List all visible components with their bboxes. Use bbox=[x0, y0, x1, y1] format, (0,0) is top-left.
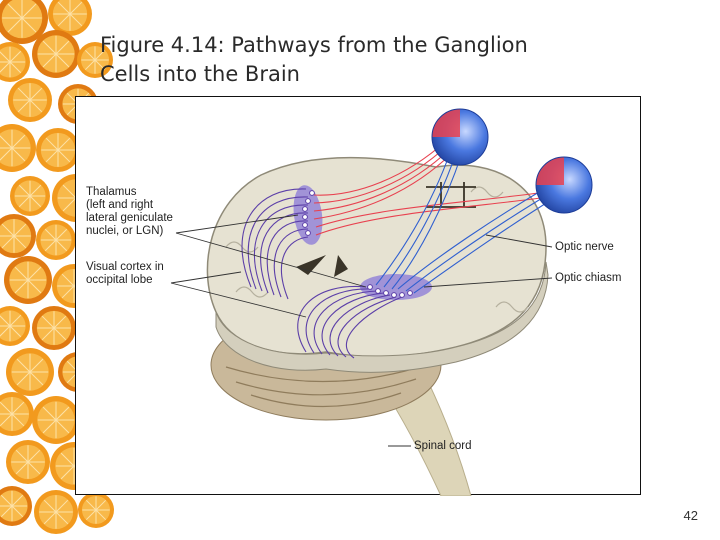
brain-diagram-figure: Thalamus (left and right lateral genicul… bbox=[75, 96, 641, 496]
orange-slice bbox=[6, 348, 54, 396]
brain-slice bbox=[206, 156, 547, 358]
orange-slice bbox=[36, 220, 76, 260]
orange-slice bbox=[0, 124, 36, 172]
left-eyeball bbox=[431, 108, 489, 166]
optic-radiations-right bbox=[297, 285, 403, 359]
orange-slice bbox=[0, 0, 48, 44]
orange-slice bbox=[36, 128, 80, 172]
orange-slice bbox=[0, 306, 30, 346]
orange-slice bbox=[0, 42, 30, 82]
slide-title-line-1: Figure 4.14: Pathways from the Ganglion bbox=[100, 33, 528, 57]
orange-slice bbox=[8, 78, 52, 122]
orange-slice bbox=[32, 30, 80, 78]
optic-nerve-red-fibers bbox=[313, 140, 549, 236]
label-visual-cortex-line: Visual cortex in bbox=[86, 261, 164, 273]
slide-title: Figure 4.14: Pathways from the Ganglion … bbox=[100, 31, 620, 89]
label-optic-chiasm: Optic chiasm bbox=[555, 272, 622, 284]
lgn-neuron-dots bbox=[302, 190, 413, 298]
label-spinal-cord: Spinal cord bbox=[414, 440, 472, 452]
orange-slice bbox=[6, 440, 50, 484]
label-leader-lines bbox=[170, 214, 553, 447]
brain-slice-edge bbox=[215, 261, 549, 373]
orange-slice bbox=[32, 396, 80, 444]
label-thalamus-line: Thalamus bbox=[86, 186, 137, 198]
label-thalamus-line: lateral geniculate bbox=[86, 212, 173, 224]
label-visual-cortex-line: occipital lobe bbox=[86, 274, 153, 286]
right-eyeball bbox=[535, 156, 593, 214]
page-number: 42 bbox=[683, 508, 698, 523]
orange-slice bbox=[32, 306, 76, 350]
orange-slice bbox=[0, 214, 36, 258]
orange-slice bbox=[0, 392, 34, 436]
orange-slice bbox=[0, 486, 32, 526]
label-thalamus: Thalamus (left and right lateral genicul… bbox=[86, 186, 173, 238]
label-thalamus-line: nuclei, or LGN) bbox=[86, 225, 164, 237]
label-thalamus-line: (left and right bbox=[86, 199, 154, 211]
orange-slice bbox=[77, 42, 113, 78]
slide-title-line-2: Cells into the Brain bbox=[100, 62, 300, 86]
label-optic-nerve: Optic nerve bbox=[555, 241, 614, 253]
orange-slice bbox=[34, 490, 78, 534]
orange-slice bbox=[10, 176, 50, 216]
orange-slice bbox=[4, 256, 52, 304]
orange-slice bbox=[48, 0, 92, 36]
orange-slice bbox=[78, 492, 114, 528]
label-visual-cortex: Visual cortex in occipital lobe bbox=[86, 261, 164, 287]
brain-pathway-illustration bbox=[170, 108, 593, 496]
optic-radiations-left bbox=[241, 188, 309, 300]
